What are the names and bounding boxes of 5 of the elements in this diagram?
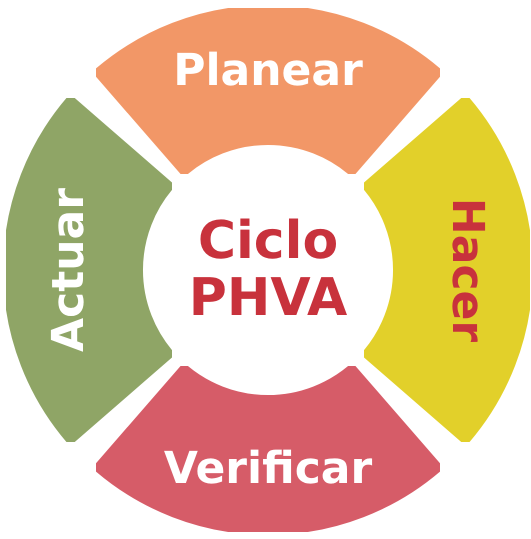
segment-label: Actuar <box>44 188 94 352</box>
segment-label: Verificar <box>164 444 372 494</box>
segment-label: Planear <box>173 46 363 96</box>
segment-label: Hacer <box>442 198 492 342</box>
center-title: Ciclo PHVA <box>188 212 348 328</box>
